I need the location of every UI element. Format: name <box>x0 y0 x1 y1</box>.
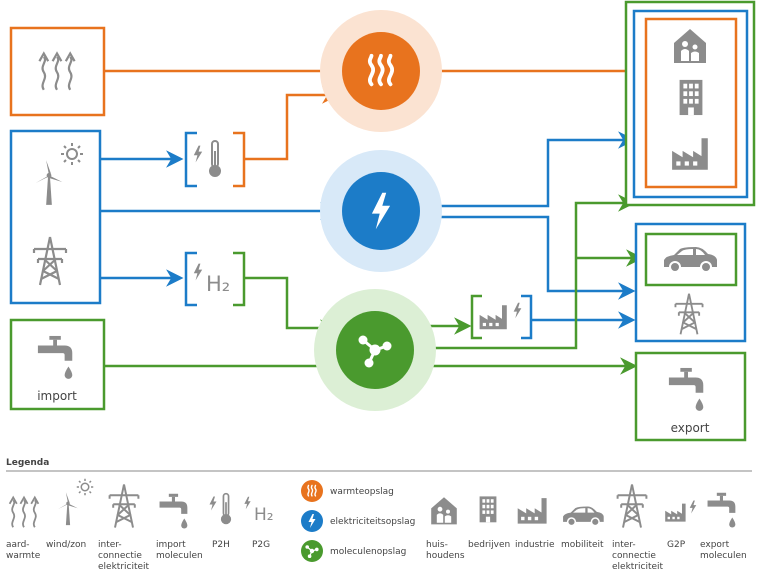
buildings-middle-box <box>632 9 749 199</box>
legend-caption-line: aard- <box>6 540 30 550</box>
p2h-converter <box>184 131 246 188</box>
legend-sink-captions: huis-houdens bedrijven industrie mobilit… <box>426 540 747 572</box>
car-icon <box>562 505 605 527</box>
p2h-bracket-right <box>233 131 246 188</box>
geothermal-source <box>9 26 106 117</box>
lightning-bolt-icon <box>689 500 697 514</box>
legend-mol-label: moleculenopslag <box>330 547 406 557</box>
legend-caption-line: industrie <box>515 540 555 550</box>
legend-caption-line: wind/zon <box>46 540 86 550</box>
p2g-converter: H₂ <box>184 251 246 307</box>
buildings-inner-box <box>644 17 738 189</box>
h2-label: H₂ <box>206 272 230 296</box>
factory-icon <box>665 503 686 522</box>
legend-caption: bedrijven <box>468 540 510 550</box>
import-label: import <box>37 389 77 403</box>
office-icon <box>679 79 703 116</box>
wind-turbine-icon <box>58 492 78 526</box>
legend-caption-line: connectie <box>612 551 656 561</box>
legend-caption-line: bedrijven <box>468 540 510 550</box>
pylon-icon <box>108 483 140 529</box>
legend-caption: industrie <box>515 540 555 550</box>
legend-caption-line: import <box>156 540 186 550</box>
p2g-bracket-left <box>184 251 197 307</box>
house-icon <box>431 497 457 525</box>
office-icon <box>479 496 497 523</box>
legend-caption-line: huis- <box>426 540 448 550</box>
legend-caption-line: moleculen <box>700 551 747 561</box>
p2g-bracket-right <box>233 251 246 307</box>
legend-caption: P2G <box>252 540 270 550</box>
import-box <box>9 318 106 411</box>
factory-icon <box>479 305 507 330</box>
lightning-bolt-icon <box>209 496 217 511</box>
h2-label: H₂ <box>254 505 274 525</box>
legend-caption-line: export <box>700 540 730 550</box>
mobility-interconnect-sink <box>634 222 747 343</box>
g2p-converter <box>470 294 533 340</box>
electricity-storage-node <box>320 150 442 272</box>
renewables-box <box>9 129 102 305</box>
export-box <box>634 351 747 442</box>
molecule-storage-node <box>314 289 436 411</box>
tap-icon <box>707 492 736 528</box>
legend-caption-line: P2H <box>212 540 230 550</box>
factory-icon <box>517 498 547 524</box>
g2p-bracket-right <box>521 294 533 340</box>
legend-heat-label: warmteopslag <box>330 487 394 497</box>
legend-caption: aard-warmte <box>6 540 41 561</box>
thermometer-icon <box>220 492 232 526</box>
legend-caption: G2P <box>667 540 686 550</box>
geothermal-icon <box>8 496 40 529</box>
flow-elec-storage-to-buildings <box>420 131 636 208</box>
legend-caption: P2H <box>212 540 230 550</box>
legend-caption-line: moleculen <box>156 551 203 561</box>
legend-caption-line: elektriciteit <box>612 562 664 572</box>
legend-caption: wind/zon <box>46 540 86 550</box>
renewables-source <box>9 129 102 305</box>
flow-elec-storage-to-interconnect <box>420 215 636 300</box>
legend-caption-line: elektriciteit <box>98 562 150 572</box>
lightning-bolt-icon <box>193 263 203 281</box>
import-source: import <box>9 318 106 411</box>
legend-caption-line: P2G <box>252 540 270 550</box>
legend-caption-line: connectie <box>98 551 142 561</box>
lightning-bolt-icon <box>513 302 522 319</box>
legend-caption-line: G2P <box>667 540 686 550</box>
legend-caption: huis-houdens <box>426 540 465 561</box>
p2h-bracket-left <box>184 131 197 188</box>
pylon-icon <box>616 483 648 529</box>
g2p-bracket-left <box>470 294 482 340</box>
legend-caption-line: inter- <box>612 540 636 550</box>
legend-caption-line: warmte <box>6 551 41 561</box>
flow-p2g-to-molecule-storage <box>245 276 338 337</box>
flow-p2h-to-heat-storage <box>245 86 340 161</box>
heat-storage-node <box>320 10 442 132</box>
storage-nodes <box>314 10 442 411</box>
export-label: export <box>671 421 710 435</box>
export-sink: export <box>634 351 747 442</box>
tap-icon <box>159 493 188 529</box>
legend: Legenda H₂ warmteopslag elektriciteitsop… <box>6 458 752 572</box>
legend-caption-line: mobiliteit <box>561 540 604 550</box>
legend-caption-line: inter- <box>98 540 122 550</box>
buildings-sink <box>624 0 756 207</box>
legend-elec-label: elektriciteitsopslag <box>330 517 415 527</box>
sun-icon <box>76 478 94 496</box>
legend-caption: mobiliteit <box>561 540 604 550</box>
lightning-bolt-icon <box>244 496 251 510</box>
legend-caption-line: houdens <box>426 551 465 561</box>
thermometer-icon <box>207 139 223 179</box>
flow-molecules-to-buildings <box>415 194 636 350</box>
legend-title: Legenda <box>6 458 49 468</box>
lightning-bolt-icon <box>193 145 203 163</box>
